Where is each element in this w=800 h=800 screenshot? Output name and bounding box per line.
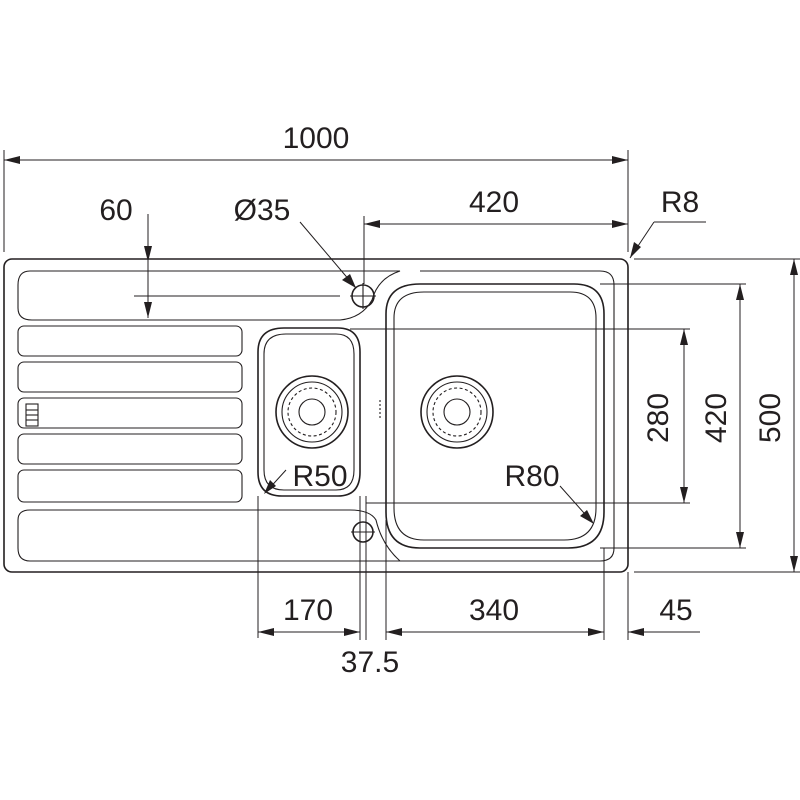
dim-tap-hole-leader — [299, 221, 357, 289]
sink-outer-outline — [3, 258, 629, 573]
dim-small-bowl-radius-leader — [264, 469, 287, 494]
drainer-grooves — [17, 325, 243, 503]
label-large-bowl-width: 340 — [469, 594, 519, 627]
dim-small-bowl-width — [258, 628, 360, 636]
dim-overall-depth — [790, 259, 798, 572]
dim-overall-width — [3, 150, 629, 252]
large-bowl-inner — [393, 291, 597, 541]
dim-corner-radius-leader — [629, 221, 706, 259]
sink-inner-rim — [17, 270, 401, 321]
large-bowl — [385, 283, 605, 549]
label-small-bowl-width: 170 — [283, 594, 333, 627]
label-tap-hole-diameter: Ø35 — [234, 194, 291, 227]
dim-bowl-tap-span — [363, 216, 628, 284]
dim-inner-depth — [736, 284, 744, 548]
label-overall-depth: 500 — [754, 393, 787, 443]
dim-large-bowl-width — [386, 628, 604, 636]
label-bowl-depth: 280 — [642, 393, 675, 443]
dim-large-bowl-radius-leader — [559, 485, 594, 524]
label-large-bowl-radius: R80 — [504, 460, 559, 493]
label-bowl-gap: 37.5 — [341, 646, 399, 679]
label-right-offset: 45 — [659, 594, 692, 627]
label-corner-radius: R8 — [661, 186, 699, 219]
label-overall-width: 1000 — [283, 122, 350, 155]
dim-bottom-extensions — [257, 496, 629, 640]
label-inner-depth: 420 — [700, 393, 733, 443]
dim-bowl-depth — [680, 329, 688, 503]
dim-drainer-offset — [134, 214, 340, 318]
small-bowl-drain — [275, 375, 349, 449]
dim-right-offset — [628, 628, 700, 636]
sink-inner-rim-right — [17, 270, 615, 562]
label-small-bowl-radius: R50 — [292, 460, 347, 493]
small-bowl-inner — [263, 333, 355, 491]
tap-hole — [350, 283, 376, 309]
small-bowl — [257, 327, 361, 497]
secondary-hole — [351, 521, 375, 543]
label-drainer-offset: 60 — [99, 194, 132, 227]
dim-right-extensions — [350, 258, 800, 573]
overflow-marker — [25, 403, 39, 427]
large-bowl-drain — [420, 375, 494, 449]
label-bowl-tap-span: 420 — [469, 186, 519, 219]
